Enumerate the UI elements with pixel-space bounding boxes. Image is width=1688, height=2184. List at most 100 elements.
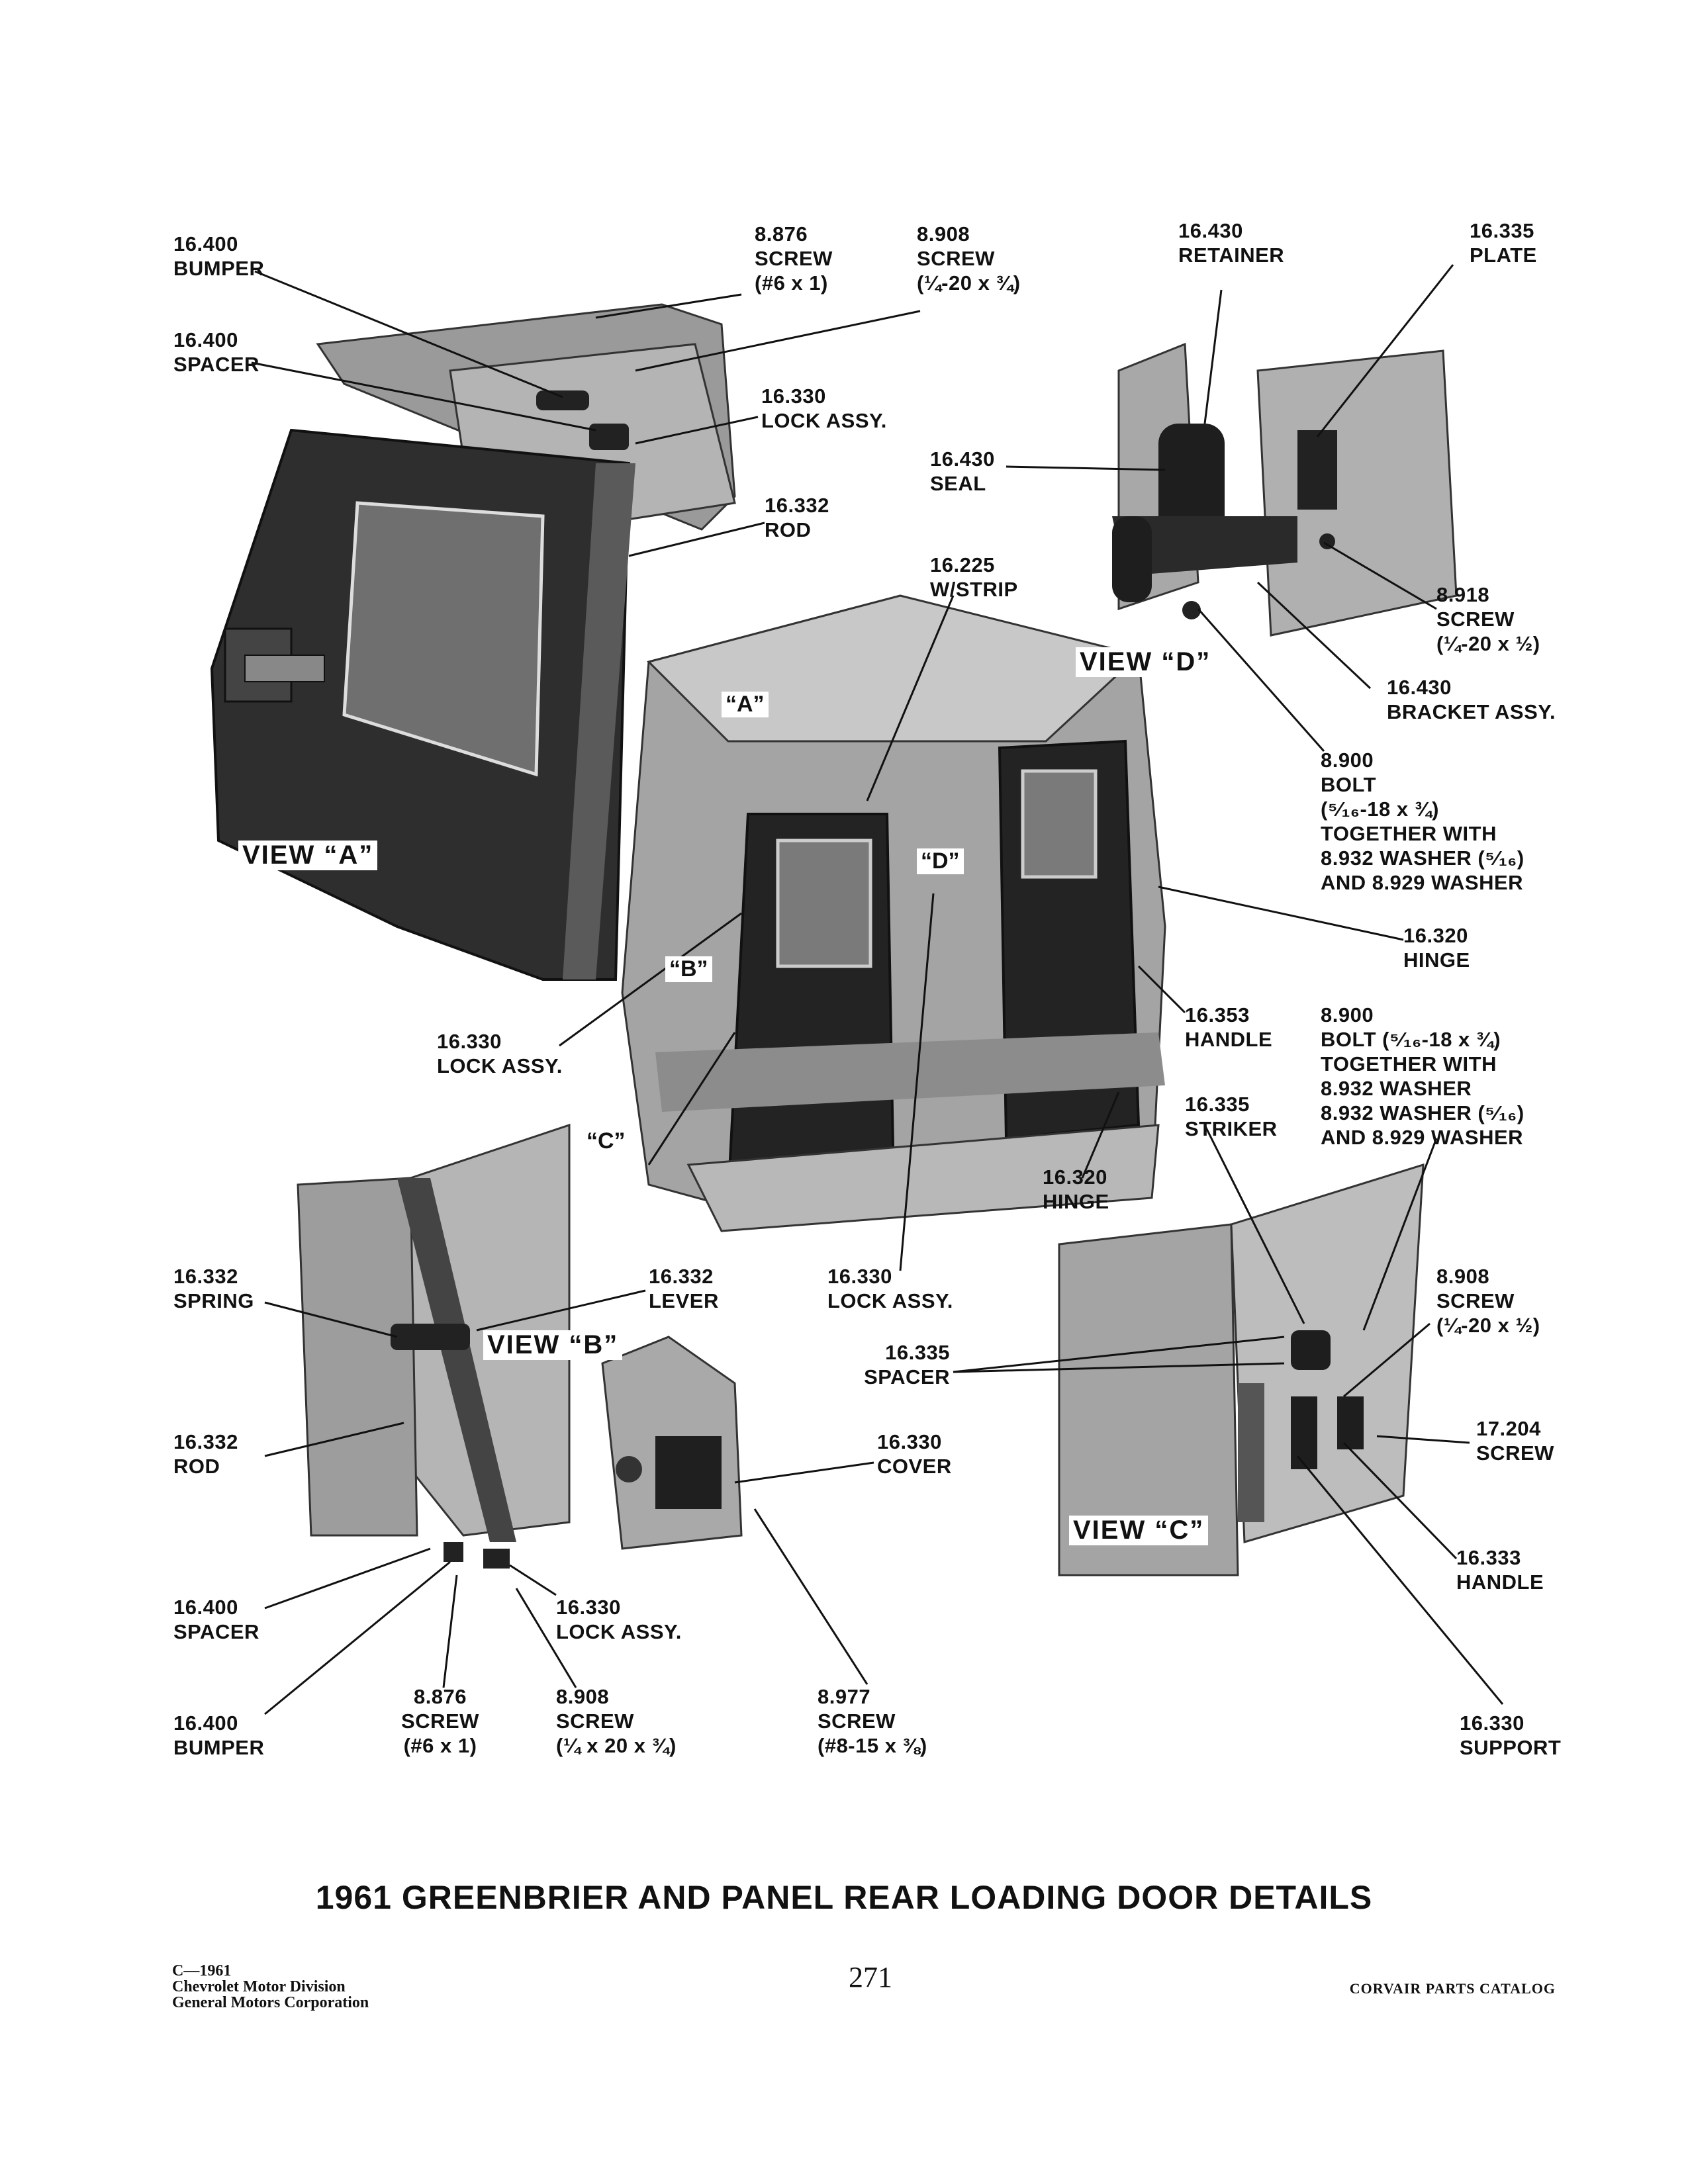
callout-line: 8.908 xyxy=(1436,1265,1490,1288)
view-c-drawing xyxy=(1058,1163,1425,1576)
callout-line: SCREW xyxy=(1436,608,1515,631)
callout-line: RETAINER xyxy=(1178,244,1285,267)
callout-line: (¼-20 x ½) xyxy=(1436,632,1540,655)
callout-line: General Motors Corporation xyxy=(172,1994,369,2011)
callout-line: 8.918 xyxy=(1436,583,1490,606)
callout-line: 16.400 xyxy=(173,328,238,351)
callout-line: 16.330 xyxy=(1460,1711,1524,1735)
callout-line: HANDLE xyxy=(1185,1028,1273,1051)
callout-line: W/STRIP xyxy=(930,578,1018,601)
callout-line: SPACER xyxy=(173,353,259,376)
callout-line: (#6 x 1) xyxy=(755,271,828,295)
callout-line: AND 8.929 WASHER xyxy=(1321,1126,1524,1149)
callout-line: 16.430 xyxy=(1178,219,1243,242)
callout-line: 16.332 xyxy=(649,1265,714,1288)
page-number: 271 xyxy=(849,1961,892,1993)
callout-line: SCREW xyxy=(556,1709,634,1733)
callout-line: SUPPORT xyxy=(1460,1736,1562,1759)
callout-line: 8.900 xyxy=(1321,1003,1374,1026)
callout-line: 16.332 xyxy=(765,494,829,517)
callout-line: ROD xyxy=(173,1455,220,1478)
vehicle-rear-drawing xyxy=(621,594,1166,1232)
tag-d: “D” xyxy=(917,848,964,874)
callout-line: LOCK ASSY. xyxy=(437,1054,563,1077)
callout-line: C—1961 xyxy=(172,1962,232,1979)
view-c-caption: VIEW “C” xyxy=(1069,1516,1209,1545)
callout-line: 16.335 xyxy=(1470,219,1534,242)
callout-line: BUMPER xyxy=(173,1736,265,1759)
callout-line: BOLT (⁵⁄₁₆-18 x ¾) xyxy=(1321,1028,1501,1051)
callout-line: 16.330 xyxy=(556,1596,621,1619)
callout-line: 16.225 xyxy=(930,553,995,576)
callout-line: 16.332 xyxy=(173,1265,238,1288)
callout-line: 16.335 xyxy=(1185,1093,1250,1116)
callout-line: 16.430 xyxy=(1387,676,1452,699)
callout-line: 16.400 xyxy=(173,1711,238,1735)
tag-c: “C” xyxy=(583,1128,630,1154)
callout-line: SPACER xyxy=(173,1620,259,1643)
callout-line: 16.333 xyxy=(1456,1546,1521,1569)
callout-line: 17.204 xyxy=(1476,1417,1541,1440)
callout-line: LOCK ASSY. xyxy=(827,1289,953,1312)
callout-line: SPACER xyxy=(864,1365,950,1388)
callout-line: 16.330 xyxy=(877,1430,942,1453)
callout-line: (⁵⁄₁₆-18 x ¾) xyxy=(1321,797,1439,821)
callout-line: 8.932 WASHER (⁵⁄₁₆) xyxy=(1321,846,1524,870)
callout-line: 8.932 WASHER xyxy=(1321,1077,1472,1100)
callout-line: 8.876 xyxy=(755,222,808,246)
callout-line: BRACKET ASSY. xyxy=(1387,700,1556,723)
callout-line: PLATE xyxy=(1470,244,1537,267)
callout-line: 16.320 xyxy=(1403,924,1468,947)
callout-line: 16.330 xyxy=(761,385,826,408)
callout-line: (#8-15 x ⅜) xyxy=(818,1734,927,1757)
callout-line: 8.908 xyxy=(917,222,970,246)
callout-line: 16.430 xyxy=(930,447,995,471)
leader-lines xyxy=(251,264,1504,1715)
callout-line: STRIKER xyxy=(1185,1117,1278,1140)
callout-line: BOLT xyxy=(1321,773,1377,796)
callout-line: 8.977 xyxy=(818,1685,871,1708)
callout-line: (#6 x 1) xyxy=(403,1734,477,1757)
callout-line: TOGETHER WITH xyxy=(1321,822,1497,845)
callout-line: (¼-20 x ½) xyxy=(1436,1314,1540,1337)
callout-line: HINGE xyxy=(1403,948,1470,972)
view-b-caption: VIEW “B” xyxy=(483,1330,623,1360)
callout-line: ROD xyxy=(765,518,812,541)
callout-line: Chevrolet Motor Division xyxy=(172,1978,346,1995)
callout-line: 8.908 xyxy=(556,1685,610,1708)
callout-line: SCREW xyxy=(1436,1289,1515,1312)
view-d-drawing xyxy=(1112,342,1458,637)
callout-line: 16.320 xyxy=(1043,1165,1107,1189)
catalog-name: CORVAIR PARTS CATALOG xyxy=(1349,1980,1556,1997)
callout-line: SEAL xyxy=(930,472,986,495)
callout-line: 16.332 xyxy=(173,1430,238,1453)
tag-b: “B” xyxy=(665,956,712,982)
callout-line: 16.335 xyxy=(885,1341,950,1364)
